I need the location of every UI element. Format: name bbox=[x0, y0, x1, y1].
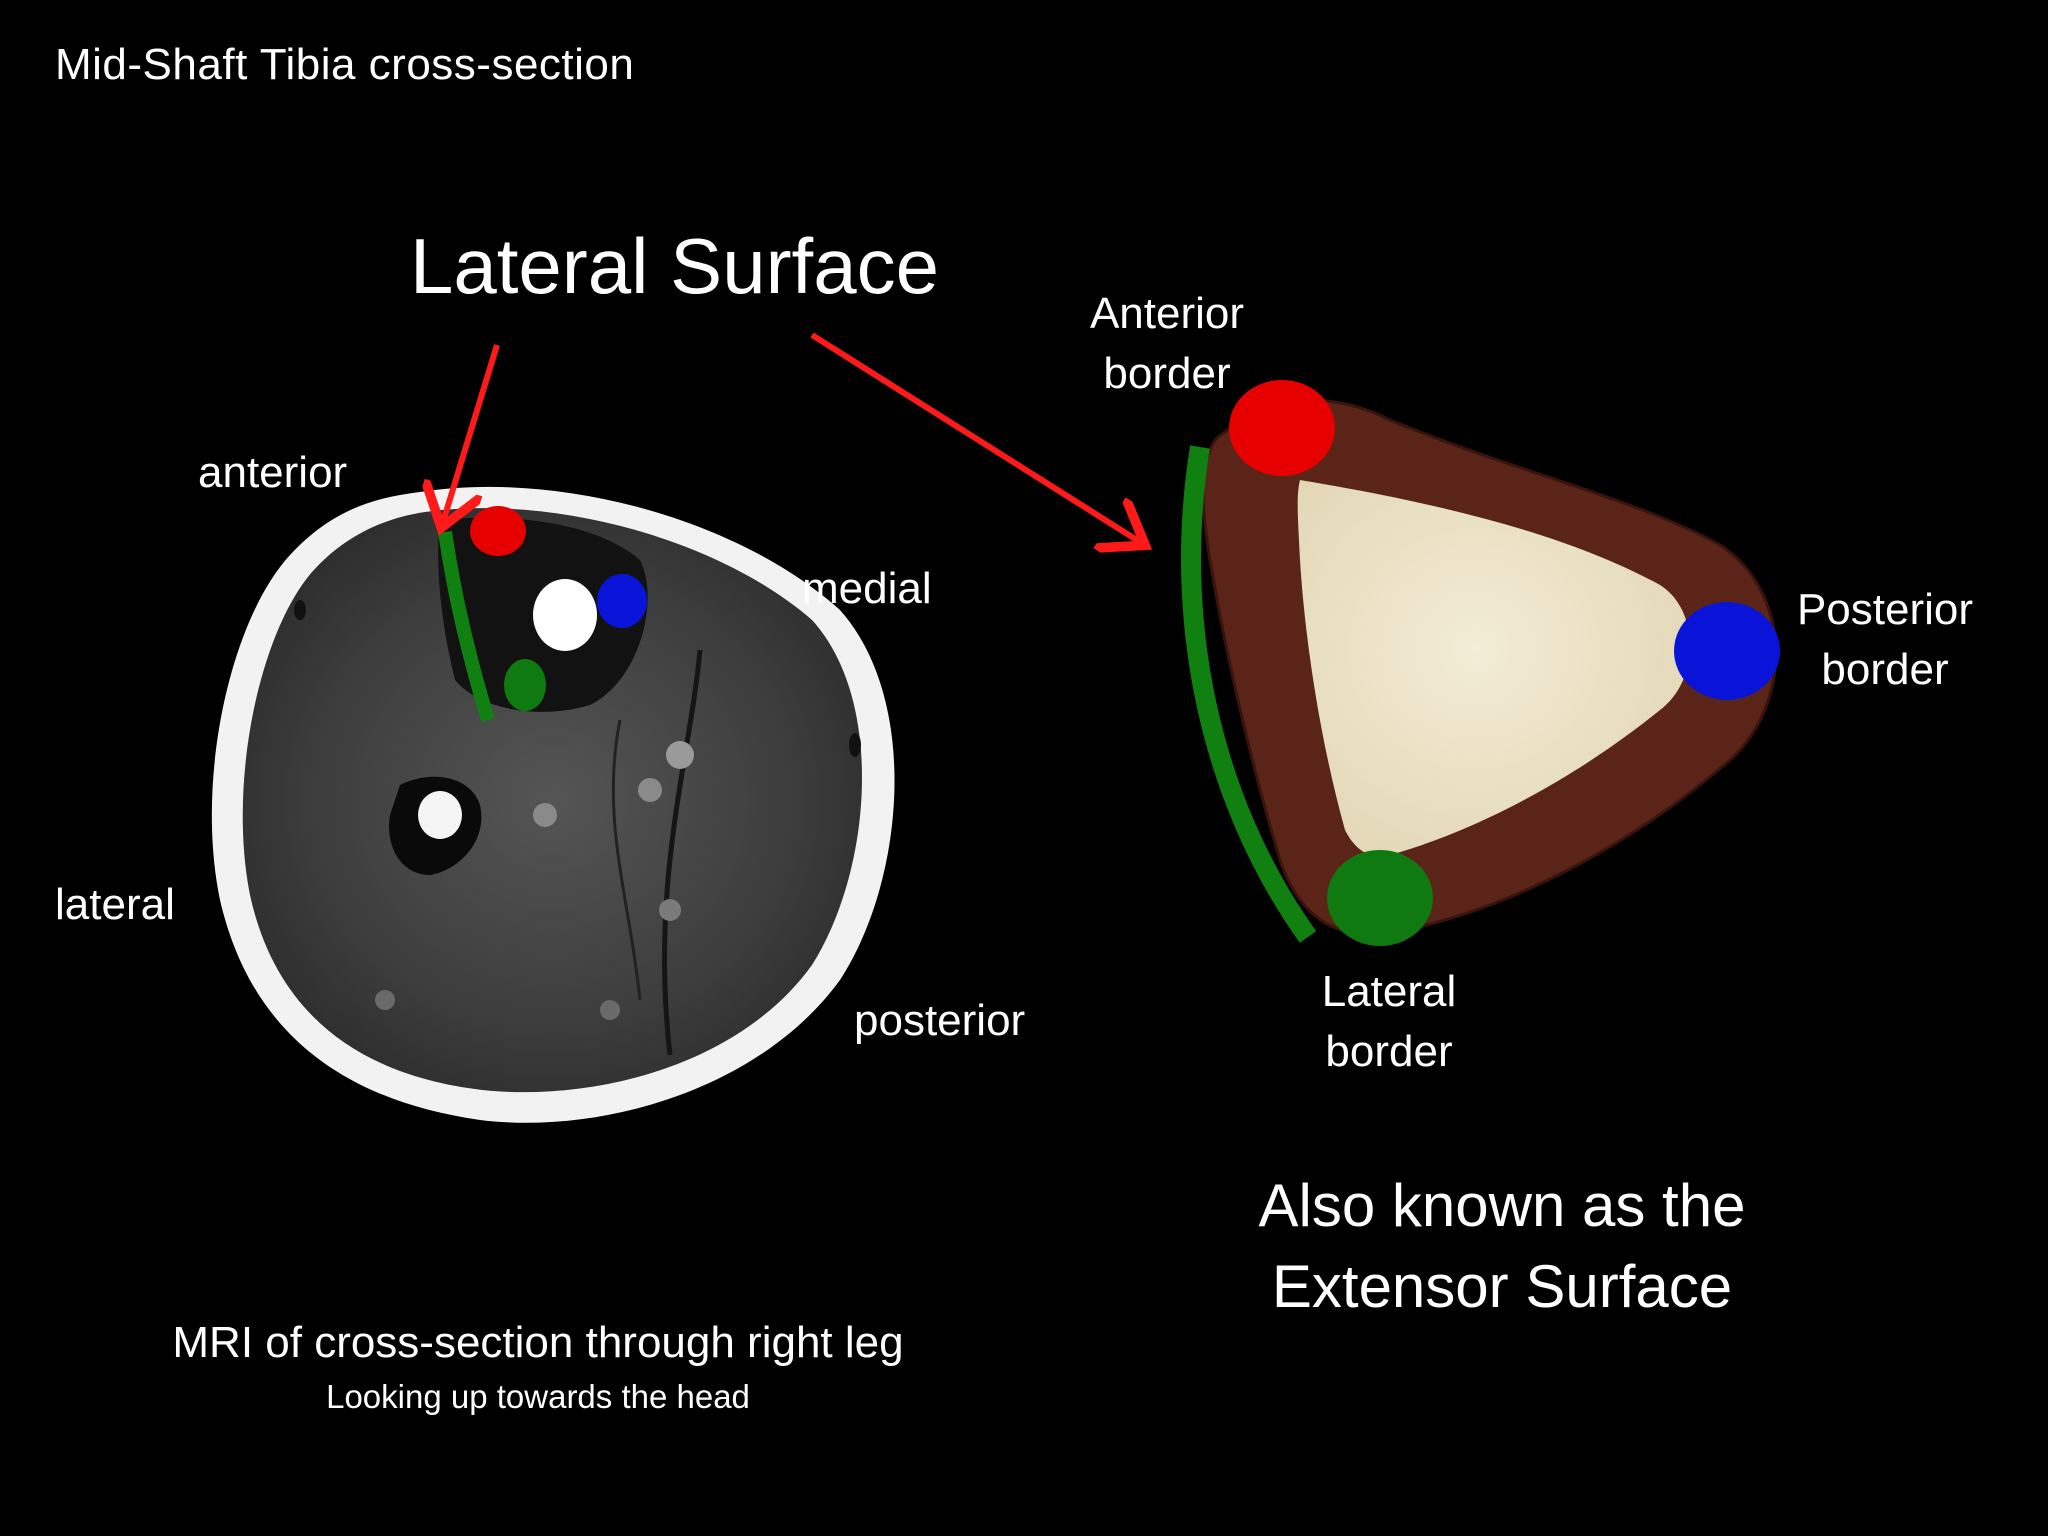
mri-vessel bbox=[375, 990, 395, 1010]
anterior-border-label: Anterior border bbox=[1062, 284, 1272, 404]
mri-anterior-border-marker bbox=[470, 506, 526, 556]
mri-septum bbox=[611, 719, 642, 1001]
mri-label-lateral: lateral bbox=[55, 880, 175, 929]
slide-title: Mid-Shaft Tibia cross-section bbox=[55, 40, 635, 89]
alias-line2: Extensor Surface bbox=[1271, 1253, 1733, 1320]
mri-vessel bbox=[638, 778, 662, 802]
mri-fibula-marrow bbox=[418, 791, 462, 839]
posterior-border-label: Posterior border bbox=[1780, 580, 1990, 700]
mri-vessel bbox=[666, 741, 694, 769]
mri-label-posterior: posterior bbox=[854, 996, 1026, 1045]
mri-caption: MRI of cross-section through right leg bbox=[172, 1318, 904, 1367]
anterior-border-marker bbox=[1229, 380, 1335, 476]
mri-fat-pocket bbox=[849, 733, 861, 757]
mri-image bbox=[211, 486, 895, 1123]
lateral-surface-line bbox=[1181, 445, 1317, 943]
posterior-border-label-line2: border bbox=[1821, 645, 1949, 694]
mri-label-medial: medial bbox=[802, 564, 932, 613]
mri-muscle-tissue bbox=[242, 508, 862, 1093]
mri-subcaption: Looking up towards the head bbox=[326, 1378, 750, 1415]
mri-lateral-border-marker bbox=[504, 659, 546, 711]
lateral-border-label-line2: border bbox=[1325, 1027, 1453, 1076]
lateral-border-marker bbox=[1327, 850, 1433, 946]
alias-line1: Also known as the bbox=[1258, 1172, 1746, 1239]
posterior-border-label-line1: Posterior bbox=[1796, 585, 1974, 634]
mri-lateral-surface-line bbox=[438, 530, 495, 723]
lateral-surface-label: Lateral Surface bbox=[410, 222, 939, 310]
tibia-marrow bbox=[1297, 480, 1690, 857]
mri-fat-pocket bbox=[294, 600, 306, 620]
mri-tibia-marrow bbox=[533, 579, 597, 651]
anterior-border-label-line1: Anterior bbox=[1089, 289, 1245, 338]
mri-septum bbox=[661, 649, 703, 1056]
lateral-border-label-line1: Lateral bbox=[1321, 967, 1457, 1016]
alias-text: Also known as the Extensor Surface bbox=[1152, 1165, 1852, 1327]
mri-posterior-border-marker bbox=[597, 574, 647, 628]
arrow-to-mri bbox=[443, 344, 500, 522]
mri-label-anterior: anterior bbox=[198, 448, 348, 497]
mri-vessel bbox=[533, 803, 557, 827]
mri-vessel bbox=[600, 1000, 620, 1020]
lateral-border-label: Lateral border bbox=[1284, 962, 1494, 1082]
posterior-border-marker bbox=[1674, 602, 1780, 700]
arrow-to-schematic bbox=[810, 332, 1140, 542]
anterior-border-label-line2: border bbox=[1103, 349, 1231, 398]
mri-vessel bbox=[659, 899, 681, 921]
